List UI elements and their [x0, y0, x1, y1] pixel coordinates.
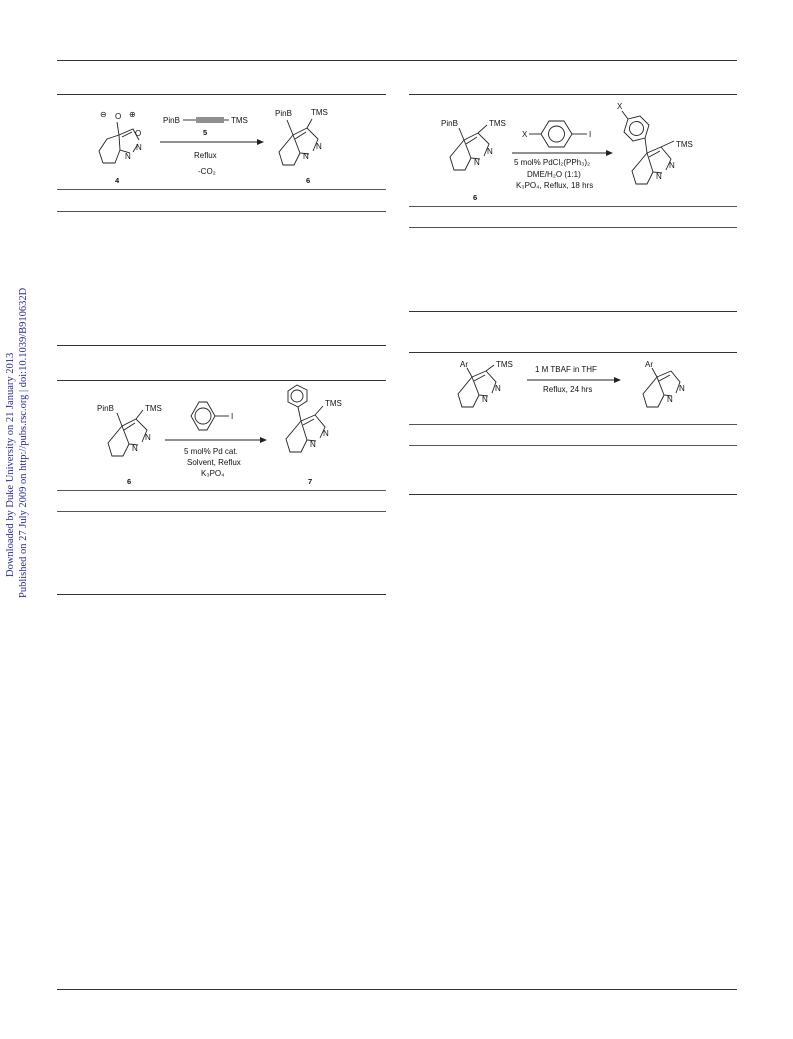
table2-header-rule: [57, 511, 386, 512]
product-n2-label-2: N: [310, 440, 316, 449]
sm3-tms-label: TMS: [489, 119, 506, 128]
table2-bottom-rule: [57, 594, 386, 595]
sm-n1-label: N: [145, 433, 151, 442]
header-rule: [57, 60, 737, 61]
condition-reflux-24: Reflux, 24 hrs: [543, 385, 592, 394]
compound-5-label: 5: [203, 128, 207, 137]
product3-n1-label: N: [669, 161, 675, 170]
sydnone-structure: O ⊖ ⊕ O N N 4: [98, 110, 142, 185]
reaction-arrow-2: [165, 437, 267, 443]
product4-n1-label: N: [679, 384, 685, 393]
scheme-1: O ⊖ ⊕ O N N 4 PinB TMS 5 Reflux -CO₂: [57, 95, 386, 189]
ring-n1-label: N: [136, 143, 142, 152]
product-tms-label-2: TMS: [325, 399, 342, 408]
condition-reflux: Reflux: [194, 151, 217, 160]
sm4-tms-label: TMS: [496, 360, 513, 369]
sm-n2-label: N: [132, 444, 138, 453]
product4-n2-label: N: [667, 395, 673, 404]
minus-charge-icon: ⊖: [100, 110, 107, 119]
table3-bottom-rule: [409, 311, 737, 312]
table4-header-rule: [409, 445, 737, 446]
product-n1-label: N: [316, 142, 322, 151]
reagent-i-label: I: [589, 130, 591, 139]
sm3-n2-label: N: [474, 158, 480, 167]
compound-7-label: 7: [308, 477, 312, 486]
sidebar-watermark: Downloaded by Duke University on 21 Janu…: [0, 0, 40, 1039]
tms-label: TMS: [231, 116, 248, 125]
table1-top-rule: [57, 94, 386, 95]
ring-oxygen-label: O: [135, 129, 141, 138]
ring-n2-label: N: [125, 152, 131, 161]
footer-rule: [57, 989, 737, 990]
sm4-ar-label: Ar: [460, 360, 468, 369]
compound-6-label-2: 6: [127, 477, 131, 486]
table2-scheme-rule: [57, 490, 386, 491]
sidebar-line-1: Downloaded by Duke University on 21 Janu…: [5, 353, 16, 577]
pyrazole-6-sm: PinB TMS N N 6: [97, 404, 162, 486]
condition-tbaf: 1 M TBAF in THF: [535, 365, 597, 374]
condition-co2: -CO₂: [198, 167, 216, 176]
condition-pd-cat: 5 mol% Pd cat.: [184, 447, 238, 456]
oxygen-label: O: [115, 112, 121, 121]
table2-top-rule: [57, 380, 386, 381]
sm4-n2-label: N: [482, 395, 488, 404]
alkyne-reagent: PinB TMS 5: [163, 116, 248, 137]
table1-scheme-rule: [57, 189, 386, 190]
product-x-label: X: [617, 102, 623, 111]
sm-pinb-label: PinB: [97, 404, 114, 413]
scheme-4: Ar TMS N N 1 M TBAF in THF Reflux, 24 hr…: [409, 353, 737, 424]
table4-top-rule: [409, 352, 737, 353]
scheme-2: PinB TMS N N 6 I 5 mol% Pd cat. Solvent,…: [57, 381, 386, 490]
table3-top-rule: [409, 94, 737, 95]
compound-6-label: 6: [306, 176, 310, 185]
sm4-n1-label: N: [495, 384, 501, 393]
product3-tms-label: TMS: [676, 140, 693, 149]
sm-tms-label: TMS: [145, 404, 162, 413]
pyrazole-6-sm-3: PinB TMS N N 6: [441, 119, 506, 202]
pyrazole-6-structure: PinB TMS N N 6: [275, 108, 328, 185]
reaction-arrow-4: [527, 377, 621, 383]
condition-base: K₃PO₄: [201, 469, 224, 478]
condition-solvent: Solvent, Reflux: [187, 458, 241, 467]
iodine-label: I: [231, 412, 233, 421]
iodobenzene-reagent: I: [190, 401, 233, 431]
sidebar-line-2: Published on 27 July 2009 on http://pubs…: [18, 287, 29, 598]
product-n1-label-2: N: [323, 429, 329, 438]
sm3-pinb-label: PinB: [441, 119, 458, 128]
plus-charge-icon: ⊕: [129, 110, 136, 119]
ar-tms-pyrazole: Ar TMS N N: [457, 360, 513, 408]
condition-k3po4: K₃PO₄, Reflux, 18 hrs: [516, 181, 593, 190]
product-n2-label: N: [303, 152, 309, 161]
compound-4-label: 4: [115, 176, 120, 185]
product-pinb-label: PinB: [275, 109, 292, 118]
ar-pyrazole-product: Ar N N: [642, 360, 685, 408]
table3-scheme-rule: [409, 206, 737, 207]
table1-header-rule: [57, 211, 386, 212]
pyrazole-7-structure: TMS N N 7: [285, 384, 342, 486]
sm3-n1-label: N: [487, 147, 493, 156]
compound-6-label-3: 6: [473, 193, 477, 202]
table4-bottom-rule: [409, 494, 737, 495]
product4-ar-label: Ar: [645, 360, 653, 369]
aryl-iodide-reagent: X I: [522, 120, 591, 148]
table3-header-rule: [409, 227, 737, 228]
condition-dme: DME/H₂O (1:1): [527, 170, 581, 179]
reaction-arrow: [160, 139, 264, 145]
table1-bottom-rule: [57, 345, 386, 346]
reagent-x-label: X: [522, 130, 528, 139]
scheme-3: PinB TMS N N 6 X I 5 mol% PdCl₂(PPh₃)₂ D…: [409, 95, 737, 206]
condition-pdcl2: 5 mol% PdCl₂(PPh₃)₂: [514, 158, 590, 167]
aryl-pyrazole-product: X TMS N N: [617, 102, 693, 185]
pinb-label: PinB: [163, 116, 180, 125]
table4-scheme-rule: [409, 424, 737, 425]
product3-n2-label: N: [656, 172, 662, 181]
reaction-arrow-3: [512, 150, 613, 156]
product-tms-label: TMS: [311, 108, 328, 117]
